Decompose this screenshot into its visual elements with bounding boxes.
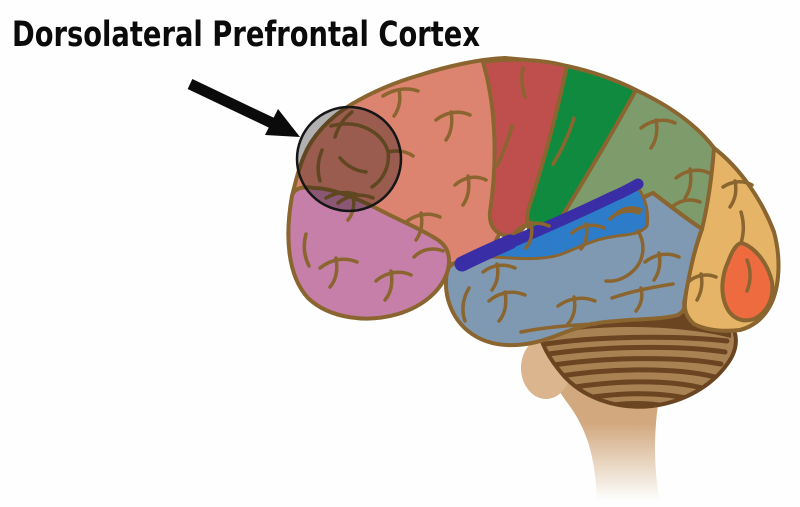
sulcus-line xyxy=(333,110,354,139)
dlpfc-highlight-circle xyxy=(295,105,403,213)
sulcus-line xyxy=(613,206,643,217)
sulcus-line xyxy=(649,118,659,150)
sulcus-line xyxy=(683,167,693,200)
region-sylvian-band xyxy=(454,178,644,272)
sulcus-line xyxy=(674,168,711,180)
sulcus-line xyxy=(495,124,514,168)
sulcus-line xyxy=(670,198,702,209)
sulcus-line xyxy=(524,220,534,250)
annotation-arrow xyxy=(187,79,300,137)
cerebellum-fold-line xyxy=(551,367,718,380)
sulcus-line xyxy=(383,269,394,302)
sulcus-line xyxy=(414,211,424,242)
sulcus-line xyxy=(302,232,311,268)
sulcus-line xyxy=(346,192,356,222)
sulcus-line xyxy=(643,252,681,264)
sulcus-line xyxy=(520,66,527,99)
sylvian-band-line xyxy=(454,234,518,272)
sulcus-line xyxy=(318,257,359,270)
diagram-title: Dorsolateral Prefrontal Cortex xyxy=(12,15,480,55)
sulci-lines xyxy=(302,66,754,334)
sulcus-line xyxy=(324,190,360,200)
sulcus-line xyxy=(316,148,324,183)
sulcus-line xyxy=(412,247,445,259)
sulcus-line xyxy=(374,270,413,283)
cerebellum-fold-line xyxy=(544,356,724,369)
sulcus-line xyxy=(739,210,745,245)
sulcus-line xyxy=(453,175,488,187)
cerebellum-fold-line xyxy=(583,400,678,407)
sulcus-line xyxy=(604,229,645,283)
sulcus-line xyxy=(652,251,662,282)
sulcus-line xyxy=(695,272,704,302)
sulcus-line xyxy=(461,286,471,323)
arrow-shaft xyxy=(187,79,275,128)
sulcus-line xyxy=(490,262,500,292)
sulcus-line xyxy=(551,116,576,166)
sulcus-line xyxy=(338,156,368,174)
sulcus-line xyxy=(634,286,644,313)
sulcus-line xyxy=(328,256,339,289)
sulcus-line xyxy=(444,110,454,142)
sulcus-line xyxy=(608,209,641,221)
region-premotor-strip xyxy=(481,57,569,238)
sulcus-line xyxy=(519,322,598,334)
sulcus-line xyxy=(745,258,752,293)
sulcus-line xyxy=(461,174,471,207)
region-primary-visual-area xyxy=(720,241,775,323)
sulcus-line xyxy=(566,295,577,326)
sulcus-line xyxy=(579,222,589,251)
sulcus-line xyxy=(392,88,402,118)
sulcus-line xyxy=(497,290,508,323)
sulcus-line xyxy=(728,179,738,209)
arrow-head xyxy=(265,109,300,137)
cerebellum-fold-line xyxy=(538,334,730,348)
cerebellum-fold-line xyxy=(539,344,728,358)
region-orbitofrontal-area xyxy=(286,185,451,321)
sulcus-line xyxy=(556,296,597,308)
region-cerebellum xyxy=(535,310,738,409)
cerebellum-fold-line xyxy=(559,379,709,392)
sulcus-line xyxy=(721,180,754,189)
